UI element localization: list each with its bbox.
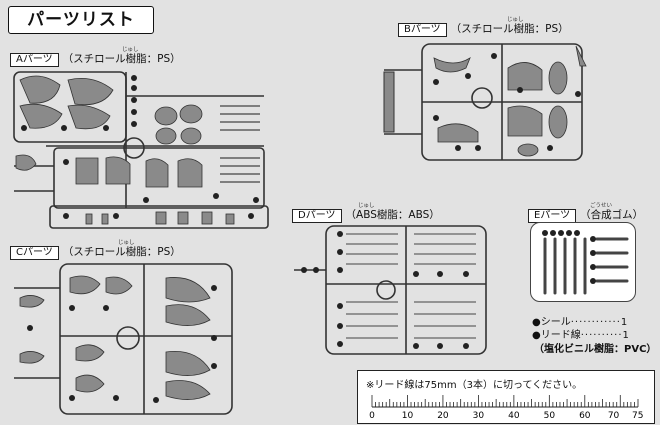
ruler-label: 30 <box>473 411 485 421</box>
ruler-label: 10 <box>402 411 414 421</box>
runner-c-diagram <box>14 263 233 415</box>
ruby-e: ごうせい <box>590 203 613 209</box>
section-c-box: Cパーツ <box>10 246 59 260</box>
runner-e-box <box>530 222 636 302</box>
ruler-label: 0 <box>369 411 375 421</box>
page-title: パーツリスト <box>8 6 154 34</box>
seal-item: ●シール············1 <box>532 317 628 328</box>
section-a-label: Aパーツ（スチロール樹脂：PS） <box>10 52 181 67</box>
ruler-label: 60 <box>579 411 591 421</box>
section-e-label: Eパーツ（合成ゴム） <box>528 208 643 223</box>
section-d-label: Dパーツ（ABS樹脂：ABS） <box>292 208 440 223</box>
section-c-material: （スチロール樹脂：PS） <box>62 246 181 258</box>
ruler-scale: 0 10 20 30 40 50 60 70 75 <box>369 395 643 421</box>
section-e-box: Eパーツ <box>528 209 577 223</box>
ruler-note: ※リード線は75mm（3本）に切ってください。 <box>366 380 583 391</box>
ruby-d: じゅし <box>358 203 375 209</box>
runner-b-diagram <box>383 43 587 161</box>
runner-d-diagram <box>294 225 487 355</box>
ruler-label: 20 <box>437 411 449 421</box>
section-a-box: Aパーツ <box>10 53 59 67</box>
section-a-material: （スチロール樹脂：PS） <box>62 53 181 65</box>
section-c-label: Cパーツ（スチロール樹脂：PS） <box>10 245 181 260</box>
lead-label: ●リード線 <box>532 330 581 341</box>
section-d-material: （ABS樹脂：ABS） <box>345 209 440 221</box>
ruler-label: 50 <box>544 411 556 421</box>
lead-count: 1 <box>622 330 629 341</box>
ruler-label: 75 <box>632 411 643 421</box>
ruler-label: 70 <box>608 411 620 421</box>
ruler-label: 40 <box>508 411 520 421</box>
ruby-c: じゅし <box>118 240 135 246</box>
lead-wire-ruler: ※リード線は75mm（3本）に切ってください。 0 10 20 30 40 50 60 70 7… <box>357 370 655 424</box>
ruby-b: じゅし <box>507 17 524 23</box>
seal-label: ●シール <box>532 317 571 328</box>
seal-count: 1 <box>620 317 628 328</box>
runner-e-diagram <box>542 230 629 295</box>
section-b-material: （スチロール樹脂：PS） <box>450 23 569 35</box>
lead-item: ●リード線··········1 <box>532 330 629 341</box>
section-e-material: （合成ゴム） <box>580 209 644 221</box>
section-d-box: Dパーツ <box>292 209 342 223</box>
section-b-box: Bパーツ <box>398 23 447 37</box>
ruby-a: じゅし <box>122 47 139 53</box>
lead-material: （塩化ビニル樹脂：PVC） <box>534 344 657 355</box>
runner-a-diagram <box>13 71 269 229</box>
section-b-label: Bパーツ（スチロール樹脂：PS） <box>398 22 569 37</box>
